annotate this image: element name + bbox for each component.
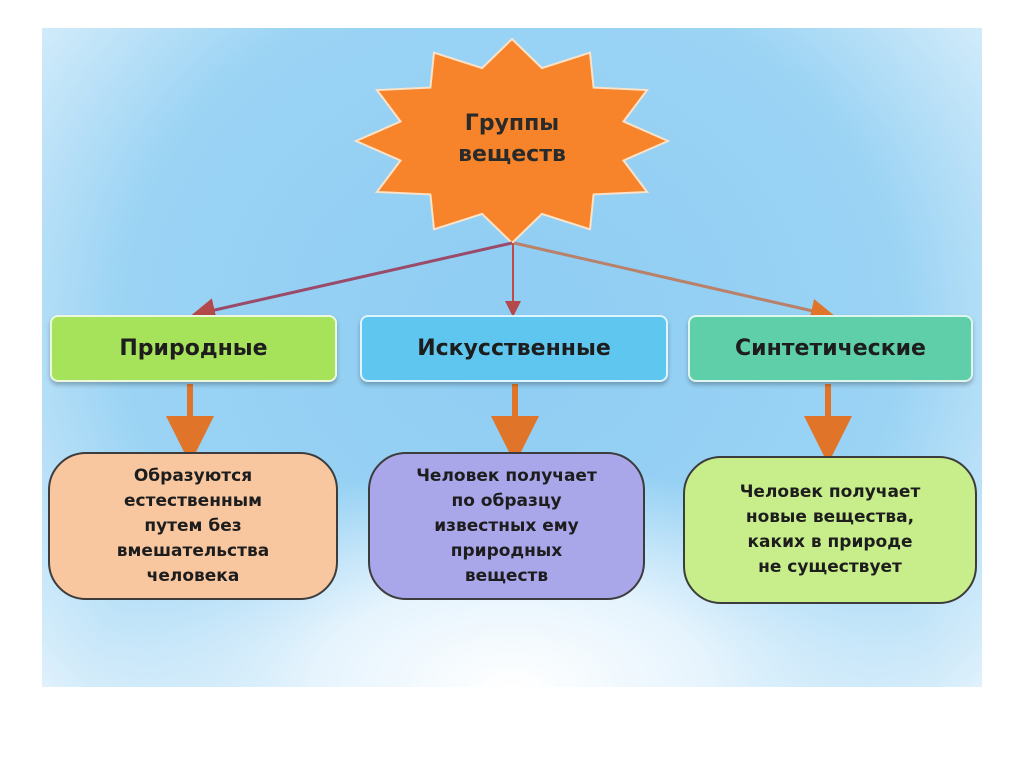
description-artificial: Человек получает по образцу известных ем… xyxy=(368,452,645,600)
category-natural: Природные xyxy=(50,315,337,382)
arrow-to-synthetic xyxy=(513,241,835,323)
description-natural: Образуются естественным путем без вмешат… xyxy=(48,452,338,600)
description-synthetic: Человек получает новые вещества, каких в… xyxy=(683,456,977,604)
category-synthetic: Синтетические xyxy=(688,315,973,382)
arrow-to-natural xyxy=(191,241,513,322)
diagram-title: Группы веществ xyxy=(458,111,566,167)
category-artificial: Искусственные xyxy=(360,315,668,382)
